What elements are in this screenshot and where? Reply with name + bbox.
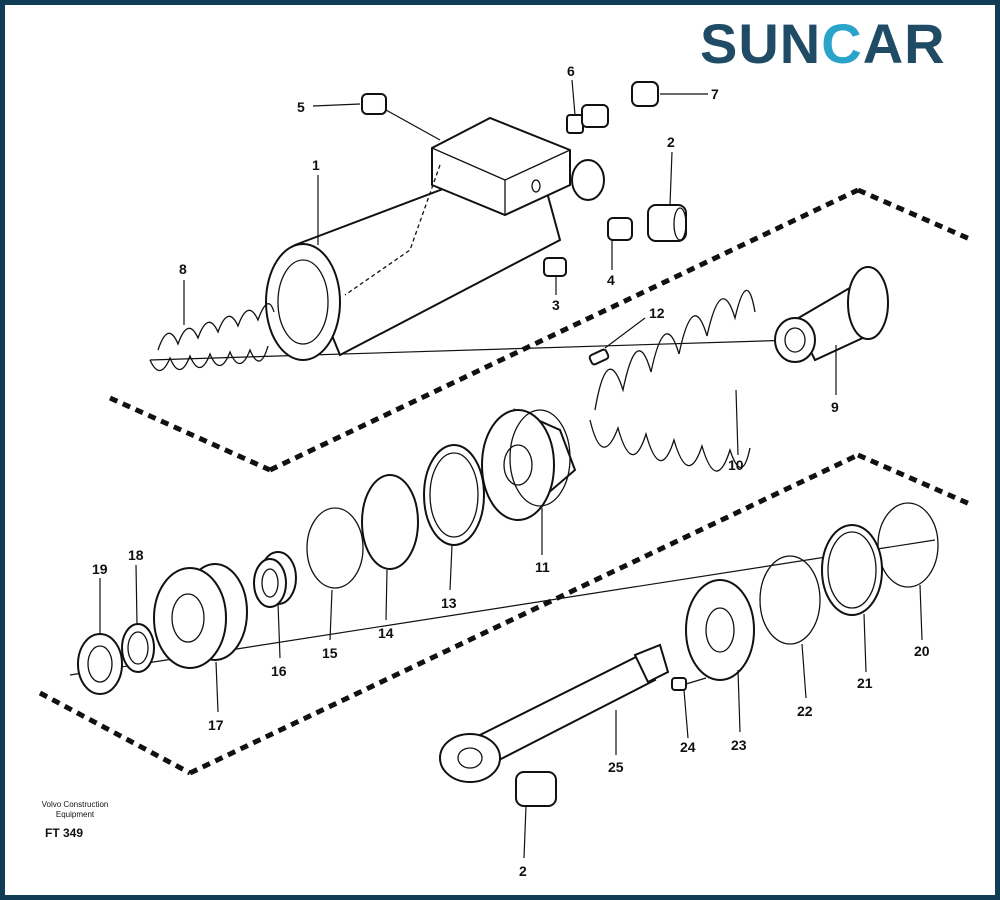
cylinder-body [265, 116, 605, 361]
part-label-17: 17 [208, 717, 224, 733]
part-label-19: 19 [92, 561, 108, 577]
wiper-ring-18 [121, 623, 155, 673]
ring-21 [821, 524, 883, 616]
part-label-2a: 2 [667, 134, 675, 150]
source-caption: Volvo Construction Equipment [30, 800, 120, 820]
nipple-6 [566, 104, 609, 134]
plug-4 [607, 217, 633, 241]
part-label-13: 13 [441, 595, 457, 611]
part-label-20: 20 [914, 643, 930, 659]
guide-ring [253, 551, 297, 608]
part-label-1: 1 [312, 157, 320, 173]
cylinder-head [153, 563, 248, 669]
figure-code: FT 349 [45, 826, 84, 840]
part-label-22: 22 [797, 703, 813, 719]
part-label-15: 15 [322, 645, 338, 661]
part-label-25: 25 [608, 759, 624, 775]
large-spring [589, 289, 756, 472]
ring-13 [423, 444, 485, 546]
part-label-10: 10 [728, 457, 744, 473]
brand-logo-text-3: AR [862, 12, 946, 75]
source-line-2: Equipment [55, 810, 95, 819]
part-label-7: 7 [711, 86, 719, 102]
part-label-18: 18 [128, 547, 144, 563]
part-label-24: 24 [680, 739, 696, 755]
cap-7 [631, 81, 659, 107]
ring-20 [877, 502, 939, 588]
lower-group-outline [38, 452, 974, 776]
part-label-5: 5 [297, 99, 305, 115]
bolt [671, 677, 707, 691]
part-label-3: 3 [552, 297, 560, 313]
part-label-6: 6 [567, 63, 575, 79]
leader-lines [99, 79, 923, 859]
bushing-2-bottom [515, 771, 557, 807]
ring-15 [306, 507, 364, 589]
part-label-9: 9 [831, 399, 839, 415]
bushing-2-top [647, 204, 687, 242]
plug-3 [543, 257, 567, 277]
part-label-2c: 2 [519, 863, 527, 879]
plug-5 [361, 93, 387, 115]
part-label-16: 16 [271, 663, 287, 679]
brand-logo-text-2: C [821, 12, 863, 75]
source-line-1: Volvo Construction [41, 800, 109, 809]
brand-logo: SUNCAR [700, 14, 990, 74]
upper-group-outline [108, 187, 974, 473]
part-label-21: 21 [857, 675, 873, 691]
flanged-sleeve [774, 266, 889, 363]
set-screw [588, 348, 610, 366]
ring-22 [759, 555, 821, 645]
part-label-14: 14 [378, 625, 394, 641]
ring-14 [361, 474, 419, 570]
flange-plate [685, 579, 755, 681]
part-label-12: 12 [649, 305, 665, 321]
piston [481, 408, 577, 521]
brand-logo-text-1: SUN [700, 12, 822, 75]
part-label-4: 4 [607, 272, 615, 288]
piston-rod [439, 643, 670, 783]
upper-axis [149, 339, 796, 361]
part-label-23: 23 [731, 737, 747, 753]
part-label-8: 8 [179, 261, 187, 277]
part-label-11: 11 [535, 559, 550, 575]
wiper-seal-19 [77, 633, 123, 695]
small-spring [149, 303, 275, 372]
